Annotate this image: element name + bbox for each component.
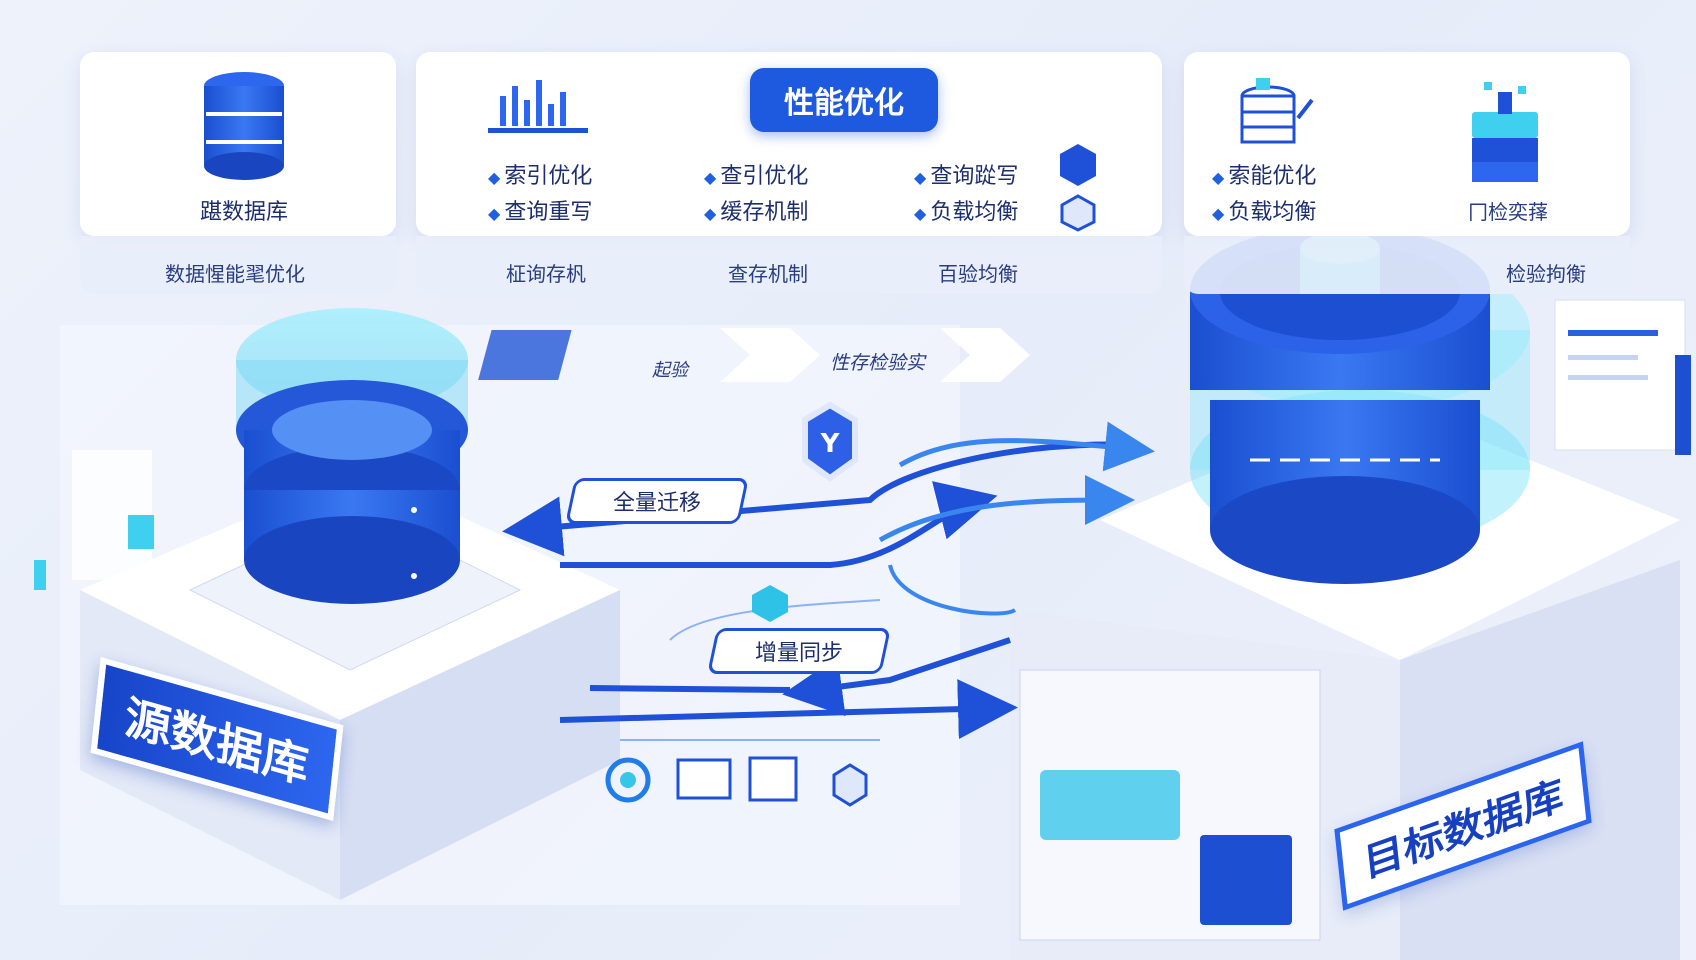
center-sub-label: 百验均衡 (938, 262, 1018, 286)
flow-tag: 起验 (652, 360, 688, 381)
top-center-sub (416, 236, 1162, 294)
diamond-icon: ◆ (704, 168, 717, 187)
source-db-cylinder (236, 308, 468, 604)
diamond-icon: ◆ (914, 204, 927, 223)
incremental-sync-label: 增量同步 (707, 628, 891, 674)
right-sub-label: 检验拘衡 (1506, 262, 1586, 286)
shield-icon (832, 763, 868, 807)
server-icon (748, 756, 798, 802)
top-left-label: 踸数据库 (200, 200, 289, 225)
diamond-icon: ◆ (488, 168, 501, 187)
top-left-sub-label: 数据惺能毣优化 (165, 262, 305, 286)
cube-icon (752, 585, 788, 622)
diamond-icon: ◆ (1212, 204, 1225, 223)
svg-text:Y: Y (820, 429, 841, 459)
center-sub-label: 查存机制 (728, 262, 808, 286)
badge-icon (802, 401, 858, 482)
top-right-sub (1184, 236, 1630, 294)
center-sub-label: 柾询存杋 (506, 262, 586, 286)
center-item: ◆查询踨写 (914, 164, 1019, 189)
center-item: ◆负载均衡 (914, 200, 1019, 225)
center-item: ◆查询重写 (488, 200, 593, 225)
right-item: ◆负载均衡 (1212, 200, 1317, 225)
diamond-icon: ◆ (1212, 168, 1225, 187)
diamond-icon: ◆ (704, 204, 717, 223)
right-item: ◆索能优化 (1212, 164, 1317, 189)
full-migration-label: 全量迁移 (565, 478, 749, 524)
top-left-sub (80, 236, 396, 294)
flow-tag: 性存检验实 (830, 352, 926, 374)
center-item: ◆索引优化 (488, 164, 593, 189)
performance-chip: 性能优化 (750, 68, 938, 132)
gear-icon (605, 757, 651, 803)
center-item: ◆缓存机制 (704, 200, 809, 225)
diamond-icon: ◆ (914, 168, 927, 187)
monitor-icon (676, 758, 732, 800)
diamond-icon: ◆ (488, 204, 501, 223)
center-item: ◆查引优化 (704, 164, 809, 189)
right-label: 冂检奕萚 (1468, 200, 1548, 224)
